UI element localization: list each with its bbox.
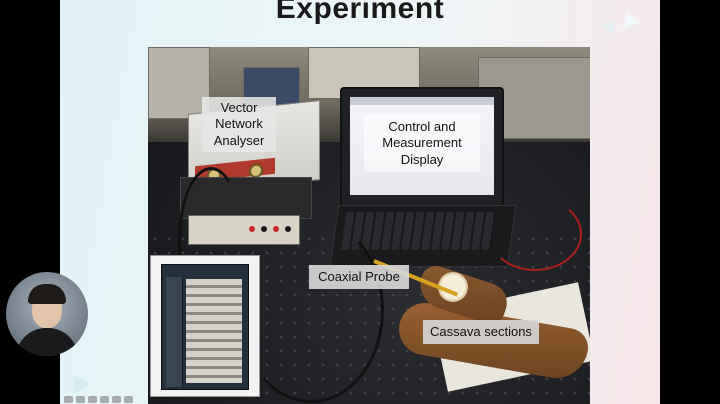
zoom-icon[interactable] — [112, 396, 121, 403]
presenter-webcam — [6, 272, 88, 356]
equipment-box — [148, 47, 210, 119]
pen-icon[interactable] — [88, 396, 97, 403]
cable — [238, 217, 384, 403]
display-label-line: Display — [400, 151, 444, 167]
vna-label-line: Analyser — [213, 132, 265, 148]
terminal — [261, 226, 267, 232]
cabinet-door — [166, 277, 183, 387]
display-label: Control and Measurement Display — [364, 115, 480, 172]
vna-label-line: Vector — [220, 100, 258, 115]
keyboard-keys — [341, 212, 497, 250]
grid-icon[interactable] — [124, 396, 133, 403]
arrow-left-icon[interactable] — [64, 396, 73, 403]
probe-label: Coaxial Probe — [309, 265, 409, 290]
drying-cabinet-inset — [150, 255, 260, 397]
vna-label-line: Network — [215, 116, 263, 132]
arrow-right-icon[interactable] — [76, 396, 85, 403]
vna-label: Vector Network Analyser — [202, 97, 276, 152]
window-titlebar — [350, 97, 494, 105]
eraser-icon[interactable] — [100, 396, 109, 403]
oven-cabinet — [161, 264, 249, 390]
cabinet-shelves — [186, 279, 242, 383]
display-label-line: Control and — [388, 119, 456, 134]
presenter-hair — [28, 284, 66, 304]
display-label-line: Measurement — [382, 135, 462, 151]
slideshow-toolbar[interactable] — [60, 395, 184, 404]
cassava-label: Cassava sections — [423, 320, 539, 345]
slide-title: Experiment — [275, 0, 445, 25]
terminal — [249, 226, 255, 232]
presenter-body — [16, 328, 78, 356]
decorative-triangle — [65, 370, 91, 394]
cable — [488, 197, 582, 271]
cable — [178, 167, 244, 313]
